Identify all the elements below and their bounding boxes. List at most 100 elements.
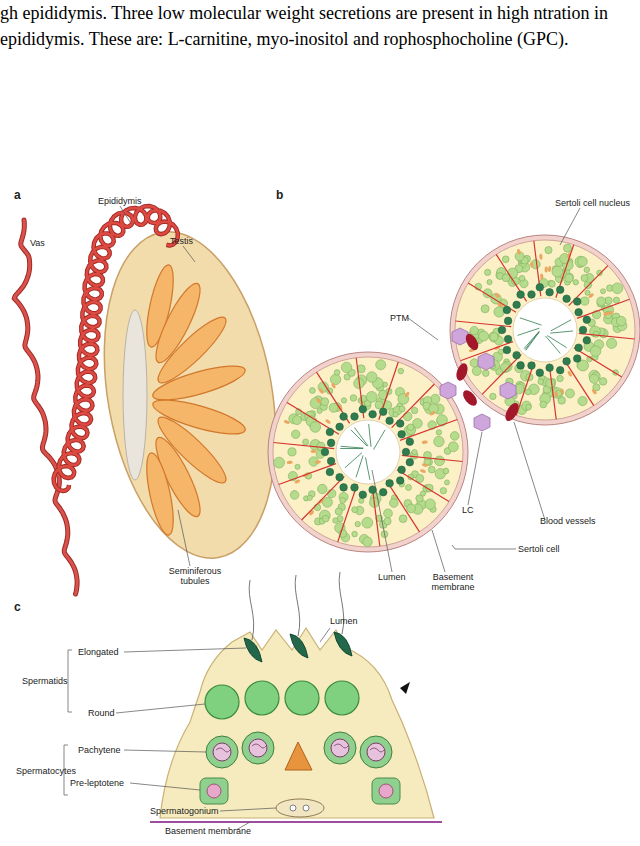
sertoli-nucleus [540, 274, 544, 280]
germ-cell [376, 360, 386, 370]
sertoli-boundary [274, 443, 335, 449]
germ-cell [329, 403, 338, 412]
elongated-spermatid [503, 346, 511, 354]
germ-cell [599, 378, 607, 386]
sertoli-boundary [392, 384, 435, 428]
sertoli-boundary [556, 245, 574, 298]
elongated-spermatid [498, 326, 506, 334]
elongated-spermatid [326, 468, 334, 476]
germ-cell [398, 368, 404, 374]
germ-cell [416, 495, 423, 502]
sertoli-nucleus [494, 292, 501, 298]
leader-line [220, 808, 276, 811]
germ-cell [483, 370, 490, 377]
part-label: Spermatids [22, 676, 68, 686]
testis-body [81, 218, 300, 571]
leader-line [116, 704, 205, 713]
blood-vessel [463, 332, 481, 353]
germ-cell [322, 497, 332, 507]
sertoli-boundary [302, 476, 345, 520]
sertoli-nucleus [548, 266, 552, 272]
germ-cell [362, 517, 373, 528]
epididymis-and-vas [14, 206, 178, 594]
elongated-spermatid [406, 438, 414, 446]
germ-cell [303, 439, 309, 445]
sperm-tail [526, 332, 540, 350]
leader-line [124, 648, 246, 652]
germ-cell [412, 450, 417, 455]
germ-cell [581, 297, 589, 305]
peritubular-layer [268, 352, 468, 552]
pre-leptotene-cell [372, 778, 400, 804]
sperm-head [334, 632, 352, 656]
germ-cell [375, 401, 383, 409]
sertoli-nucleus [287, 460, 293, 464]
germ-cell [546, 379, 555, 388]
sertoli-nucleus [283, 419, 290, 424]
germ-cell [322, 515, 329, 522]
germ-cell [431, 394, 440, 403]
germ-cell [340, 498, 346, 504]
vas-outline [14, 220, 77, 594]
round-spermatids [205, 681, 359, 719]
pachytene-cell [360, 736, 392, 768]
leader-line [124, 750, 206, 752]
germ-cell [352, 507, 358, 513]
germ-cell [605, 297, 612, 304]
germ-cell [334, 370, 340, 376]
germ-cell [540, 401, 547, 408]
leader-line [432, 530, 445, 572]
germ-cell [573, 280, 578, 285]
germ-cell [564, 244, 572, 252]
seminiferous-tubule [450, 235, 640, 425]
germ-cell [613, 297, 619, 303]
elongated-spermatid [583, 316, 591, 324]
germ-cell [450, 432, 459, 441]
germ-cell [566, 389, 575, 398]
sertoli-nucleus [318, 498, 324, 505]
sperm-tail [341, 446, 364, 448]
sertoli-nucleus [325, 418, 332, 424]
germ-cell [597, 297, 606, 306]
germ-cell [321, 398, 329, 406]
leader-lines-c [64, 628, 330, 830]
germ-cell [616, 316, 626, 326]
leydig-cell [500, 382, 516, 399]
germ-cell [443, 468, 449, 474]
elongated-spermatid [327, 457, 335, 465]
germ-cell [274, 457, 285, 468]
germ-cell [335, 508, 342, 515]
sertoli-boundary [577, 299, 630, 318]
sertoli-nucleus [516, 248, 521, 255]
part-label: Pachytene [78, 745, 121, 755]
sertoli-nucleus [429, 410, 436, 416]
germ-cell [581, 275, 588, 282]
germ-cell [585, 290, 590, 295]
basement-membrane [455, 240, 635, 420]
sperm-tail [356, 456, 363, 478]
germ-cell [407, 424, 414, 431]
sertoli-boundary [574, 348, 622, 377]
sperm-tail [524, 331, 539, 348]
germ-cell [526, 404, 532, 410]
elongated-spermatid [517, 362, 525, 370]
sertoli-nucleus [607, 311, 614, 316]
epithelium-drawing [150, 572, 442, 822]
elongated-spermatid [340, 413, 348, 421]
germ-cell [310, 422, 321, 433]
germ-cell [590, 346, 601, 357]
elongated-spermatid [504, 317, 512, 325]
sperm-tail [366, 457, 370, 480]
germ-cell [590, 374, 599, 383]
tubule-sections [268, 235, 640, 552]
sperm-tail [369, 424, 371, 447]
pre-leptotene-cell [200, 778, 228, 804]
round-spermatid [245, 681, 279, 715]
elongated-spermatid [556, 366, 564, 374]
sperm-tail [295, 575, 300, 636]
elongated-spermatid [396, 420, 404, 428]
germ-cell [490, 393, 496, 399]
pachytene-cells [206, 732, 392, 768]
germ-cell [295, 464, 300, 469]
